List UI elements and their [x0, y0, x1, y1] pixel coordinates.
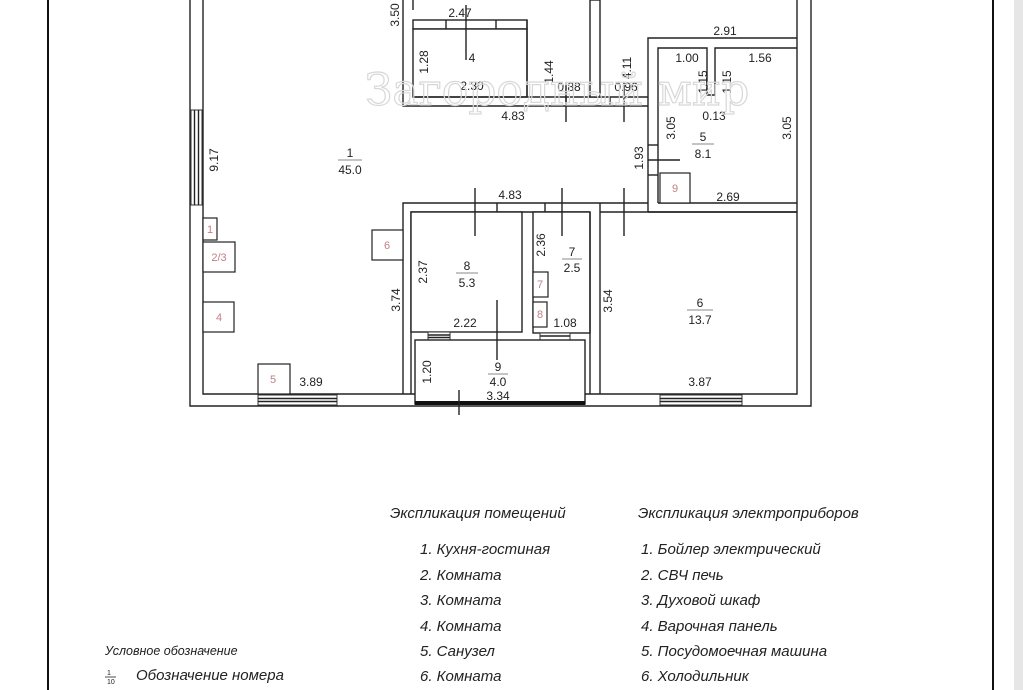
svg-text:4.83: 4.83	[498, 188, 522, 202]
svg-text:1: 1	[207, 224, 213, 236]
svg-text:0.88: 0.88	[557, 80, 581, 94]
appliance-marker-5: 5	[257, 363, 291, 395]
svg-text:9: 9	[495, 360, 502, 374]
svg-text:13.7: 13.7	[688, 313, 712, 327]
room-label-8: 85.3	[456, 259, 478, 290]
room-label-7: 72.5	[562, 245, 582, 275]
scan-edge	[1014, 0, 1023, 690]
svg-text:2/3: 2/3	[211, 252, 226, 264]
rooms-legend-item: 6. Комната	[420, 668, 502, 685]
inner-walls-middle	[402, 188, 797, 394]
svg-text:2.22: 2.22	[453, 316, 477, 330]
room-label-1: 145.0	[338, 146, 362, 177]
room-9-balcony	[414, 300, 586, 415]
svg-text:5.3: 5.3	[459, 276, 476, 290]
window-bottom-left	[257, 394, 338, 406]
svg-text:1.00: 1.00	[675, 51, 699, 65]
svg-text:3.54: 3.54	[601, 289, 615, 313]
svg-text:0.96: 0.96	[614, 80, 638, 94]
rooms-legend-item: 4. Комната	[420, 618, 502, 635]
svg-text:2.36: 2.36	[534, 233, 548, 257]
window-room-7	[539, 332, 571, 341]
svg-text:3.05: 3.05	[664, 116, 678, 140]
svg-text:0.13: 0.13	[702, 109, 726, 123]
appliances-legend-item: 5. Посудомоечная машина	[641, 643, 828, 660]
room-number-fraction-icon: 1 10	[105, 670, 116, 686]
svg-text:2.30: 2.30	[460, 79, 484, 93]
appliances-legend-item: 6. Холодильник	[641, 668, 749, 685]
svg-text:1.56: 1.56	[748, 51, 772, 65]
svg-text:5: 5	[270, 374, 276, 386]
appliances-legend-item: 3. Духовой шкаф	[641, 592, 761, 609]
appliance-marker-2-3: 2/3	[202, 241, 236, 273]
window-room-8	[427, 331, 451, 341]
room-label-5: 58.1	[692, 130, 714, 161]
svg-text:2.37: 2.37	[416, 260, 430, 284]
appliances-legend-title: Экспликация электроприборов	[638, 505, 859, 522]
svg-text:6: 6	[384, 240, 390, 252]
svg-text:1: 1	[107, 670, 111, 677]
svg-text:3.50: 3.50	[388, 3, 402, 27]
svg-text:2.91: 2.91	[713, 24, 737, 38]
svg-text:1.15: 1.15	[696, 70, 710, 94]
rooms-legend-item: 5. Санузел	[420, 643, 495, 660]
rooms-legend-item: 2. Комната	[420, 567, 502, 584]
appliance-marker-4: 4	[202, 301, 235, 333]
svg-text:1: 1	[347, 146, 354, 160]
svg-text:1.44: 1.44	[542, 60, 556, 84]
svg-text:9: 9	[672, 183, 678, 195]
symbol-legend-item: Обозначение номера	[136, 667, 284, 684]
svg-text:7: 7	[537, 279, 543, 291]
appliances-legend-item: 2. СВЧ печь	[641, 567, 724, 584]
svg-text:45.0: 45.0	[338, 163, 362, 177]
svg-text:4.0: 4.0	[490, 375, 507, 389]
inner-walls-upper	[402, 0, 648, 122]
svg-text:8.1: 8.1	[695, 147, 712, 161]
svg-text:3.87: 3.87	[688, 375, 712, 389]
svg-text:5: 5	[700, 130, 707, 144]
svg-text:4: 4	[216, 312, 222, 324]
svg-text:4.11: 4.11	[620, 56, 634, 79]
appliance-marker-6: 6	[371, 229, 404, 261]
svg-text:7: 7	[569, 245, 576, 259]
svg-text:2.69: 2.69	[716, 190, 740, 204]
svg-text:3.89: 3.89	[299, 375, 323, 389]
svg-text:2.5: 2.5	[564, 261, 581, 275]
appliance-marker-7: 7	[532, 271, 549, 298]
svg-text:3.34: 3.34	[486, 389, 510, 403]
dimension-labels: 3.50 2.47 1.28 2.30 1.44 0.88 0.96 4.11 …	[207, 3, 794, 403]
room-label-6: 613.7	[687, 296, 713, 327]
svg-text:1.93: 1.93	[632, 146, 646, 170]
room-label-9: 94.0	[488, 360, 508, 389]
appliance-marker-8: 8	[532, 301, 548, 328]
svg-text:2.47: 2.47	[448, 6, 472, 20]
appliances-legend-item: 4. Варочная панель	[641, 618, 778, 635]
room-label-4: 4	[469, 51, 476, 65]
rooms-legend-title: Экспликация помещений	[390, 505, 566, 522]
svg-text:4.83: 4.83	[501, 109, 525, 123]
rooms-legend-item: 3. Комната	[420, 592, 502, 609]
svg-text:10: 10	[107, 679, 115, 686]
window-left	[190, 109, 203, 206]
svg-text:1.28: 1.28	[417, 50, 431, 74]
svg-text:4: 4	[469, 51, 476, 65]
svg-text:1.20: 1.20	[420, 360, 434, 384]
symbol-legend-title: Условное обозначение	[105, 644, 238, 658]
window-bottom-right	[659, 394, 743, 406]
svg-text:1.08: 1.08	[553, 316, 577, 330]
watermark-logo: Загородный мир	[365, 65, 749, 116]
svg-text:8: 8	[537, 309, 543, 321]
svg-text:1.15: 1.15	[720, 70, 734, 94]
rooms-legend-item: 1. Кухня-гостиная	[420, 541, 551, 558]
appliance-marker-1: 1	[202, 217, 218, 241]
appliance-marker-9: 9	[659, 172, 691, 204]
svg-text:8: 8	[464, 259, 471, 273]
svg-text:6: 6	[697, 296, 704, 310]
svg-text:3.74: 3.74	[389, 288, 403, 312]
appliances-legend-item: 1. Бойлер электрический	[641, 541, 821, 558]
svg-text:3.05: 3.05	[780, 116, 794, 140]
svg-text:9.17: 9.17	[207, 148, 221, 172]
